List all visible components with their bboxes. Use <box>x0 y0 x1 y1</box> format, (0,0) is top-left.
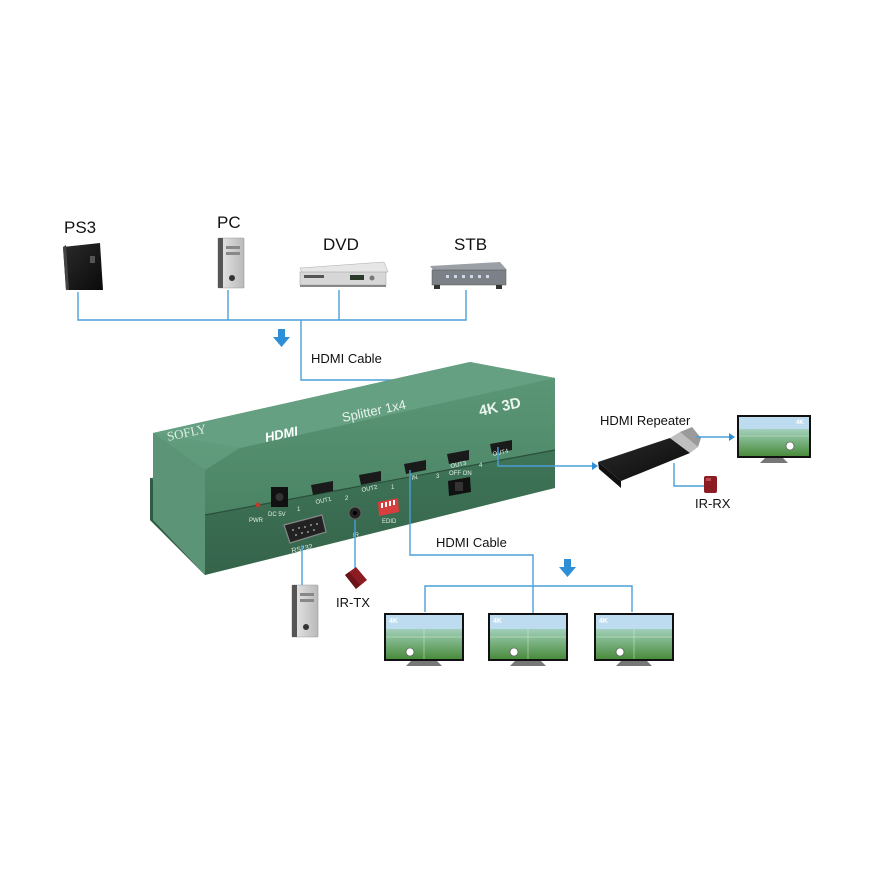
rs232-port[interactable] <box>283 514 327 544</box>
pwr-label: PWR <box>249 518 264 524</box>
ir-rx-sensor-icon <box>704 476 717 493</box>
pc-label: PC <box>217 213 241 232</box>
port-label-out2: OUT2 <box>361 485 379 494</box>
repeater-link-line <box>497 447 592 467</box>
hdmi-port-out3[interactable] <box>447 450 469 464</box>
edid-dip-switch[interactable] <box>378 498 399 516</box>
tv-output-1-icon <box>384 613 464 666</box>
repeater-tv-arrow-icon <box>729 433 735 441</box>
dc-power-jack[interactable] <box>271 487 288 507</box>
input-cable-label: HDMI Cable <box>311 351 382 366</box>
dvd-label: DVD <box>323 235 359 254</box>
output-bus-lines <box>409 470 534 614</box>
ir-tx-emitter-icon <box>345 567 367 589</box>
ir-jack[interactable] <box>348 506 362 520</box>
hdmi-port-out2[interactable] <box>359 471 381 485</box>
output-down-arrow-icon <box>559 559 576 577</box>
port-number-in: 1 <box>391 485 395 491</box>
rs232-pc-tower-icon <box>291 584 319 638</box>
repeater-label: HDMI Repeater <box>600 413 691 428</box>
edid-label: EDID <box>382 519 397 525</box>
port-number-1: 1 <box>297 507 301 513</box>
dc-label: DC 5V <box>268 512 286 518</box>
splitter-hdmi-logo: HDMI <box>264 423 300 445</box>
stb-label: STB <box>454 235 487 254</box>
port-label-out3: OUT3 <box>450 461 468 470</box>
output-branch-lines <box>424 585 633 612</box>
switch-label: OFF ON <box>449 471 472 477</box>
hdmi-port-out4[interactable] <box>490 440 512 454</box>
output-cable-label: HDMI Cable <box>436 535 507 550</box>
ir-rx-line <box>673 463 704 487</box>
tv-remote-badge: 4K <box>796 420 804 426</box>
tv2-badge: 4K <box>493 618 502 625</box>
hdmi-port-out1[interactable] <box>311 481 333 495</box>
ir-tx-label: IR-TX <box>336 595 370 610</box>
power-switch[interactable] <box>448 477 471 496</box>
tv-remote-icon <box>737 415 811 463</box>
repeater-arrow-icon <box>592 462 598 470</box>
port-number-2: 2 <box>345 496 349 502</box>
port-number-4: 4 <box>479 463 483 469</box>
ir-label: IR <box>353 533 360 539</box>
tv-output-2-icon <box>488 613 568 666</box>
tv3-badge: 4K <box>599 618 608 625</box>
port-label-out4: OUT4 <box>492 449 510 458</box>
power-led-icon <box>255 502 261 508</box>
input-down-arrow-icon <box>273 329 290 347</box>
port-number-3: 3 <box>436 474 440 480</box>
pc-tower-icon <box>217 237 245 289</box>
set-top-box-icon <box>430 262 507 289</box>
tv-output-3-icon <box>594 613 674 666</box>
ps3-label: PS3 <box>64 218 96 237</box>
dvd-player-icon <box>299 261 389 287</box>
hdmi-repeater-icon <box>598 427 701 488</box>
ps3-console-icon <box>63 243 103 290</box>
ir-rx-label: IR-RX <box>695 496 731 511</box>
port-label-in: IN <box>411 475 418 482</box>
tv1-badge: 4K <box>389 618 398 625</box>
port-label-out1: OUT1 <box>315 497 333 506</box>
